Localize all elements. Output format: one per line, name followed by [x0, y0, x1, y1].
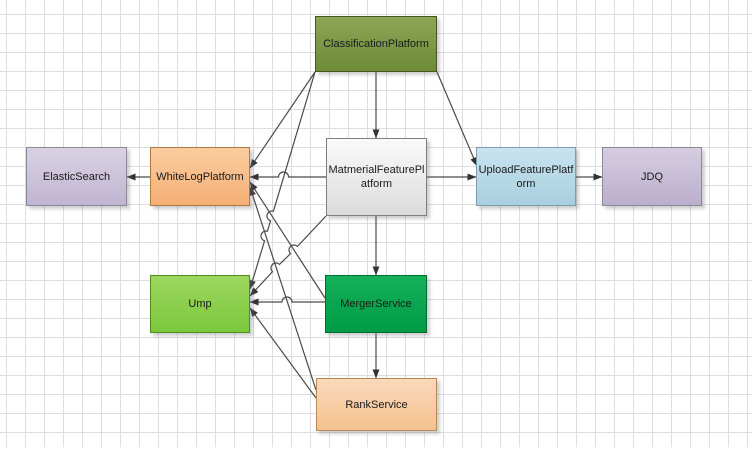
node-label: MatmerialFeaturePl atform [328, 164, 425, 190]
edge-classification-platform-to-ump [249, 71, 316, 290]
node-label: UploadFeaturePlatf orm [478, 163, 574, 190]
node-label: RankService [345, 398, 408, 411]
node-classification-platform[interactable]: ClassificationPlatform [315, 16, 437, 72]
edge-classification-platform-to-upload-feature-platform [436, 71, 478, 167]
node-elastic-search[interactable]: ElasticSearch [26, 147, 127, 206]
edge-merger-service-to-white-log-platform [249, 181, 326, 299]
node-jdq[interactable]: JDQ [602, 147, 702, 206]
node-merger-service[interactable]: MergerService [325, 275, 427, 333]
connectors-group [126, 71, 603, 399]
node-white-log-platform[interactable]: WhiteLogPlatform [150, 147, 250, 206]
edge-rank-service-to-ump [249, 307, 317, 399]
node-label: WhiteLogPlatform [156, 170, 244, 183]
node-ump[interactable]: Ump [150, 275, 250, 333]
node-rank-service[interactable]: RankService [316, 378, 437, 431]
node-matmerial-feature-platform[interactable]: MatmerialFeaturePl atform [326, 138, 427, 216]
edge-merger-service-to-ump [249, 296, 325, 306]
edge-classification-platform-to-white-log-platform [249, 71, 316, 169]
node-label: JDQ [641, 170, 663, 183]
node-upload-feature-platform[interactable]: UploadFeaturePlatf orm [476, 147, 576, 206]
edge-rank-service-to-white-log-platform [249, 186, 317, 391]
node-label: ClassificationPlatform [323, 38, 429, 50]
edge-matmerial-feature-platform-to-white-log-platform [249, 171, 326, 181]
node-label: ElasticSearch [42, 170, 111, 183]
node-label: MergerService [340, 298, 412, 310]
edge-matmerial-feature-platform-to-ump [249, 215, 327, 297]
node-label: Ump [188, 298, 212, 310]
